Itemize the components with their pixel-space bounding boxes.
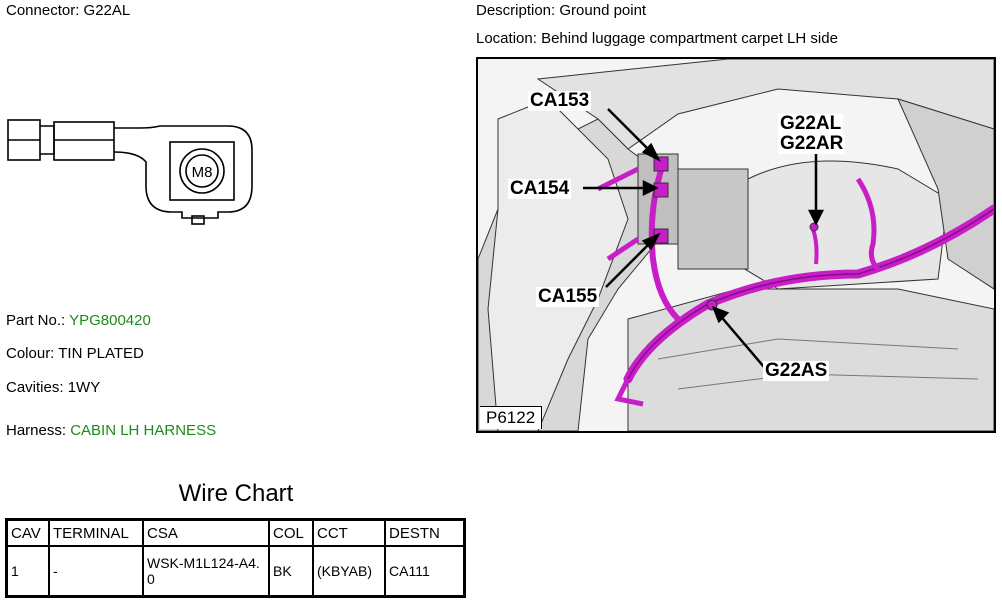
description-label: Description: — [476, 2, 556, 19]
part-no-value[interactable]: YPG800420 — [69, 312, 151, 329]
cell-csa: WSK-M1L124-A4.0 — [142, 545, 270, 598]
callout-g22as: G22AS — [763, 360, 830, 381]
part-no-line: Part No.: YPG800420 — [6, 312, 151, 330]
colour-value: TIN PLATED — [58, 345, 144, 362]
location-value: Behind luggage compartment carpet LH sid… — [541, 30, 838, 47]
harness-label: Harness: — [6, 422, 67, 439]
illustration-reference: P6122 — [480, 406, 543, 429]
callout-ca153: CA153 — [528, 90, 592, 111]
cell-cav: 1 — [5, 545, 50, 598]
header-cav: CAV — [5, 518, 50, 547]
harness-value[interactable]: CABIN LH HARNESS — [70, 422, 217, 439]
cavities-label: Cavities: — [6, 379, 64, 396]
ring-terminal-drawing: M8 — [7, 119, 253, 225]
header-col: COL — [268, 518, 314, 547]
part-no-label: Part No.: — [6, 312, 66, 329]
vehicle-body-drawing — [478, 59, 994, 431]
description-line: Description: Ground point — [476, 2, 646, 20]
header-terminal: TERMINAL — [48, 518, 144, 547]
header-destn: DESTN — [384, 518, 466, 547]
location-line: Location: Behind luggage compartment car… — [476, 30, 838, 48]
stud-size-label: M8 — [192, 164, 213, 181]
header-csa: CSA — [142, 518, 270, 547]
location-illustration: CA153 CA154 CA155 G22AL G22AR G22AS P612… — [476, 57, 996, 433]
callout-g22al: G22AL — [778, 113, 844, 134]
description-value: Ground point — [559, 2, 647, 19]
cell-destn: CA111 — [384, 545, 466, 598]
wire-chart-title: Wire Chart — [178, 480, 294, 507]
callout-ca155: CA155 — [536, 286, 600, 307]
cavities-value: 1WY — [67, 379, 101, 396]
wire-chart-table: CAV TERMINAL CSA COL CCT DESTN 1 - WSK-M… — [5, 518, 466, 598]
location-label: Location: — [476, 30, 537, 47]
cell-col: BK — [268, 545, 314, 598]
connector-label: Connector: — [6, 2, 80, 19]
connector-line: Connector: G22AL — [6, 2, 130, 20]
header-cct: CCT — [312, 518, 386, 547]
cell-cct: (KBYAB) — [312, 545, 386, 598]
table-row: 1 - WSK-M1L124-A4.0 BK (KBYAB) CA111 — [5, 545, 466, 598]
cell-terminal: - — [48, 545, 144, 598]
connector-value: G22AL — [83, 2, 131, 19]
callout-g22ar: G22AR — [778, 133, 846, 154]
callout-ca154: CA154 — [508, 178, 572, 199]
harness-line: Harness: CABIN LH HARNESS — [6, 422, 216, 440]
cavities-line: Cavities: 1WY — [6, 379, 100, 397]
table-header-row: CAV TERMINAL CSA COL CCT DESTN — [5, 518, 466, 547]
colour-line: Colour: TIN PLATED — [6, 345, 144, 363]
colour-label: Colour: — [6, 345, 55, 362]
